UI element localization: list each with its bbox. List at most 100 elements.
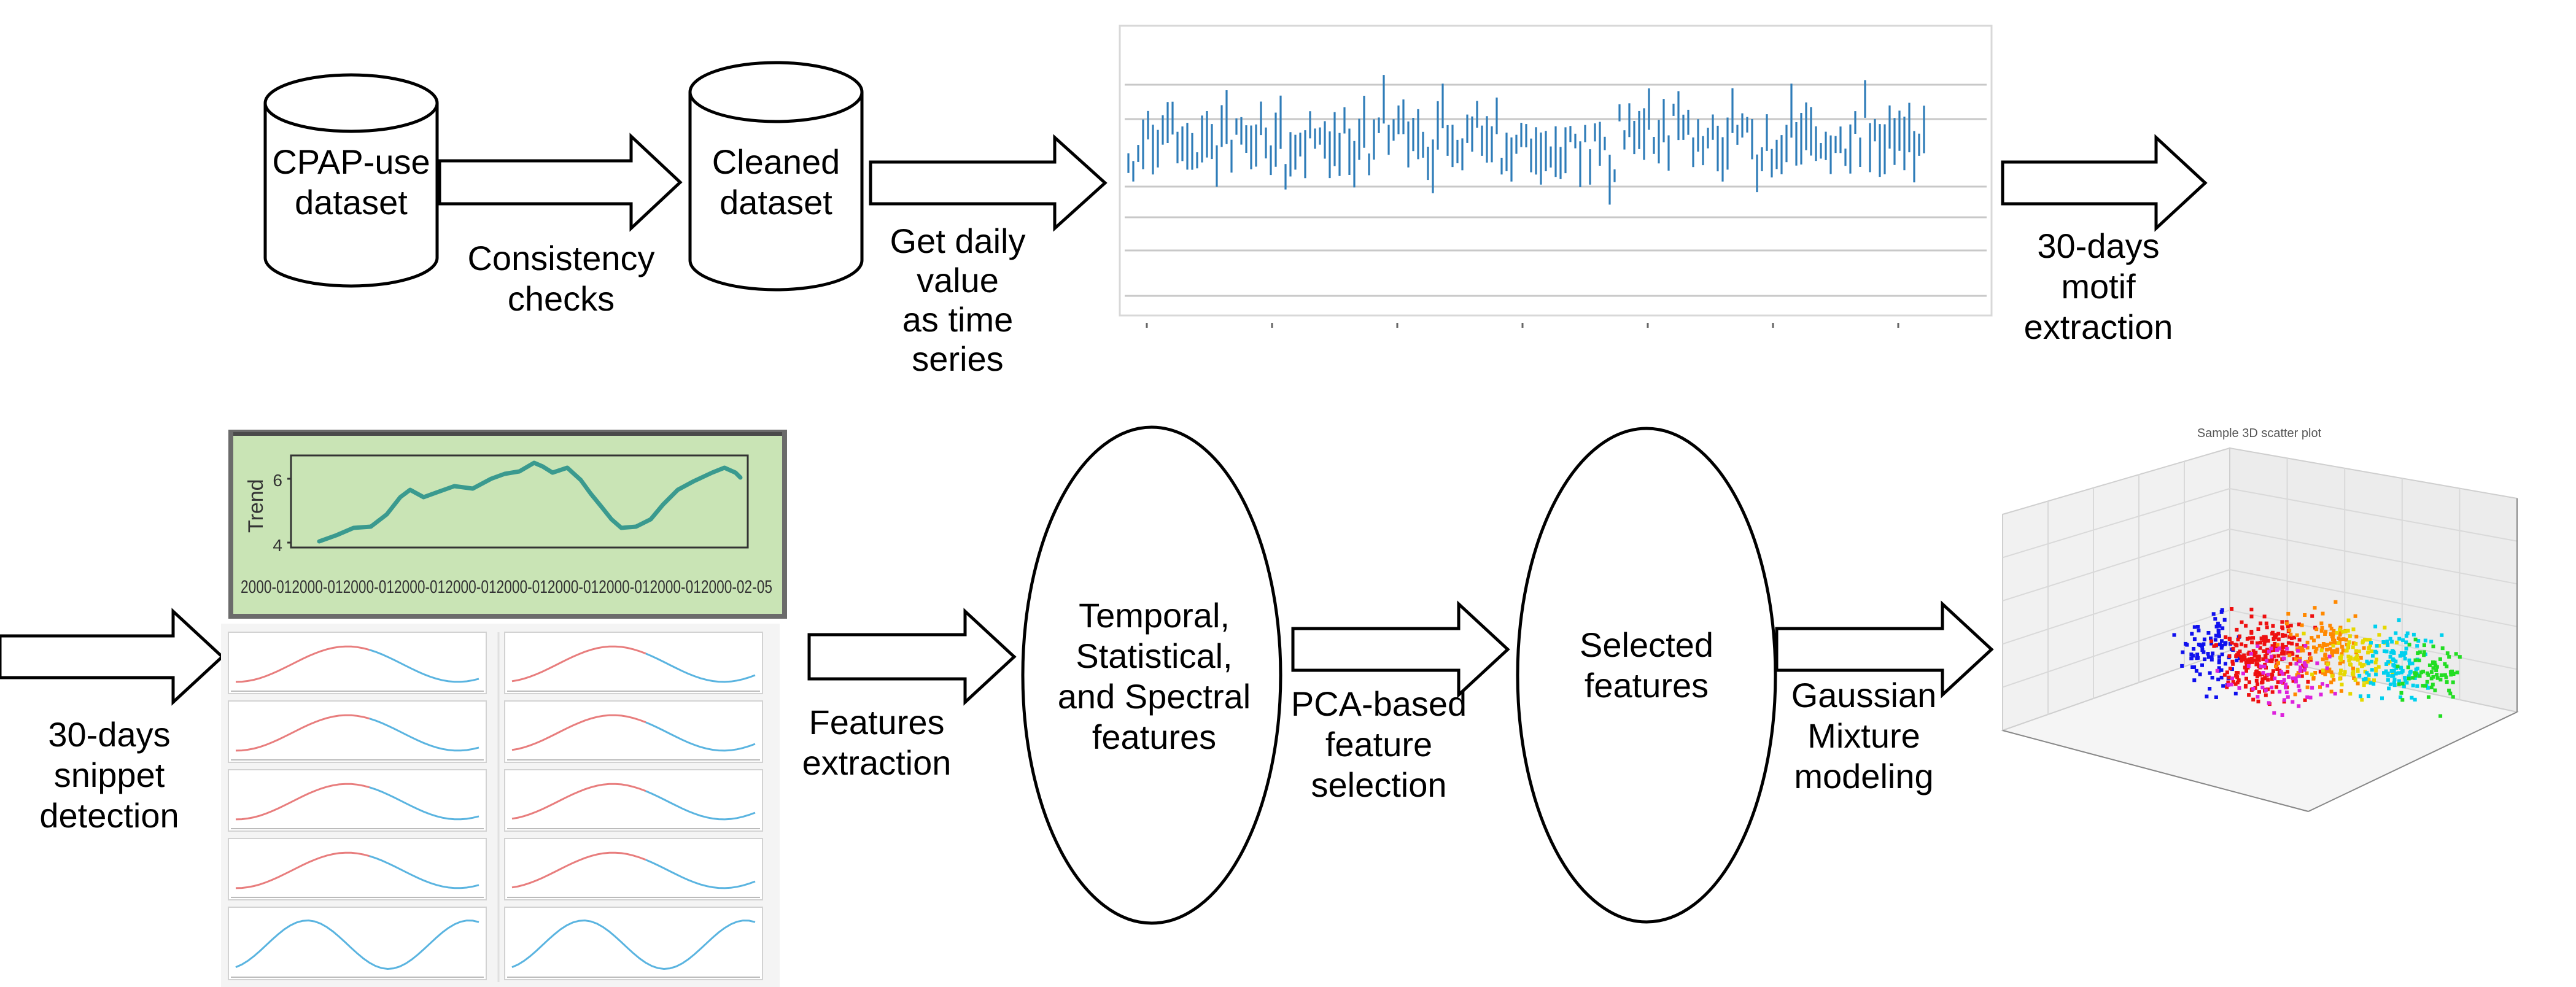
scatter-point bbox=[2389, 651, 2393, 655]
scatter-point bbox=[2383, 649, 2386, 653]
arrow-snippet bbox=[0, 608, 225, 706]
scatter-point bbox=[2226, 683, 2230, 687]
scatter-point bbox=[2270, 644, 2275, 648]
scatter-point bbox=[2416, 651, 2420, 656]
scatter-point bbox=[2277, 646, 2281, 651]
scatter-point bbox=[2316, 635, 2320, 639]
scatter-point bbox=[2224, 635, 2228, 640]
scatter-point bbox=[2455, 670, 2459, 675]
scatter-point bbox=[2369, 641, 2373, 645]
scatter-point bbox=[2337, 641, 2340, 645]
scatter-point bbox=[2397, 679, 2401, 683]
scatter-point bbox=[2384, 649, 2389, 654]
scatter-point bbox=[2331, 637, 2335, 641]
scatter-point bbox=[2345, 638, 2348, 642]
scatter-point bbox=[2228, 667, 2232, 671]
scatter-point bbox=[2330, 653, 2335, 657]
scatter-point bbox=[2413, 697, 2417, 702]
scatter-point bbox=[2339, 657, 2343, 662]
scatter-point bbox=[2219, 675, 2224, 679]
features-ellipse-label-1: Temporal, bbox=[1079, 596, 1230, 635]
scatter-point bbox=[2438, 714, 2443, 718]
scatter-point bbox=[2295, 643, 2299, 647]
scatter-point bbox=[2262, 664, 2267, 668]
scatter-point bbox=[2230, 659, 2235, 664]
scatter-point bbox=[2329, 689, 2334, 694]
scatter-point bbox=[2297, 684, 2301, 688]
scatter-point bbox=[2235, 658, 2239, 662]
scatter-point bbox=[2220, 652, 2224, 657]
scatter-point bbox=[2172, 633, 2176, 637]
scatter-point bbox=[2216, 629, 2221, 633]
trend-line bbox=[317, 460, 743, 544]
scatter-point bbox=[2340, 652, 2344, 656]
scatter-point bbox=[2373, 660, 2378, 665]
scatter-point bbox=[2189, 652, 2194, 657]
scatter-point bbox=[2346, 618, 2351, 622]
scatter-point bbox=[2438, 657, 2442, 661]
daily-value-label-3: as time bbox=[902, 300, 1014, 339]
scatter-point bbox=[2386, 672, 2390, 676]
scatter-point bbox=[2376, 665, 2381, 669]
scatter-point bbox=[2368, 643, 2372, 648]
scatter-point bbox=[2300, 674, 2304, 678]
scatter-point bbox=[2294, 679, 2298, 684]
scatter-point bbox=[2264, 654, 2267, 658]
snippet-plot bbox=[228, 769, 487, 832]
scatter-point bbox=[2220, 639, 2224, 643]
scatter-point bbox=[2271, 630, 2275, 635]
scatter-point bbox=[2338, 627, 2342, 632]
scatter-point bbox=[2388, 637, 2392, 641]
motif-label-2: motif bbox=[2061, 267, 2136, 306]
scatter-point bbox=[2427, 663, 2432, 667]
scatter-point bbox=[2310, 636, 2314, 640]
scatter-point bbox=[2451, 672, 2456, 676]
scatter-point bbox=[2294, 662, 2299, 666]
scatter-point bbox=[2407, 658, 2411, 662]
scatter-point bbox=[2448, 691, 2453, 695]
scatter-point bbox=[2411, 632, 2416, 637]
scatter-point bbox=[2451, 680, 2455, 684]
scatter-point bbox=[2271, 669, 2275, 673]
selected-features-ellipse bbox=[1516, 427, 1777, 924]
scatter-point bbox=[2243, 665, 2247, 670]
scatter-point bbox=[2348, 692, 2353, 696]
trend-ytick-4: 4 bbox=[273, 536, 282, 555]
scatter-point bbox=[2196, 625, 2200, 629]
scatter-point bbox=[2374, 672, 2378, 676]
scatter-point bbox=[2351, 627, 2356, 632]
scatter-point bbox=[2384, 662, 2389, 666]
scatter-point bbox=[2426, 695, 2431, 699]
gmm-3d-scatter-plot: Sample 3D scatter plot bbox=[2000, 427, 2520, 813]
scatter-point bbox=[2396, 671, 2400, 675]
scatter-point bbox=[2243, 684, 2248, 689]
scatter-point bbox=[2306, 679, 2310, 684]
scatter-point bbox=[2425, 679, 2429, 684]
features-extraction-label-2: extraction bbox=[802, 743, 952, 782]
scatter-point bbox=[2254, 679, 2259, 683]
scatter-point bbox=[2323, 652, 2327, 657]
scatter-point bbox=[2357, 649, 2361, 654]
scatter-point bbox=[2249, 657, 2254, 660]
scatter-point bbox=[2233, 682, 2238, 686]
scatter-point bbox=[2231, 646, 2235, 651]
scatter-point bbox=[2291, 679, 2295, 683]
scatter-point bbox=[2399, 651, 2403, 655]
scatter-point bbox=[2330, 674, 2334, 678]
scatter-point bbox=[2405, 631, 2410, 635]
pca-label-1: PCA-based bbox=[1291, 684, 1467, 723]
scatter-point bbox=[2399, 691, 2403, 695]
scatter-point bbox=[2440, 633, 2444, 637]
scatter-point bbox=[2413, 637, 2418, 641]
scatter-point bbox=[2284, 683, 2288, 686]
scatter-point bbox=[2281, 633, 2284, 637]
scatter-point bbox=[2338, 625, 2343, 630]
scatter-point bbox=[2348, 634, 2352, 638]
scatter-point bbox=[2347, 640, 2351, 644]
arrow-features-extraction bbox=[807, 608, 1017, 706]
scatter-point bbox=[2429, 670, 2434, 674]
features-extraction-label-1: Features bbox=[809, 703, 945, 741]
daily-value-label-1: Get daily bbox=[890, 222, 1026, 260]
scatter-point bbox=[2209, 637, 2213, 641]
scatter-point bbox=[2392, 651, 2396, 655]
